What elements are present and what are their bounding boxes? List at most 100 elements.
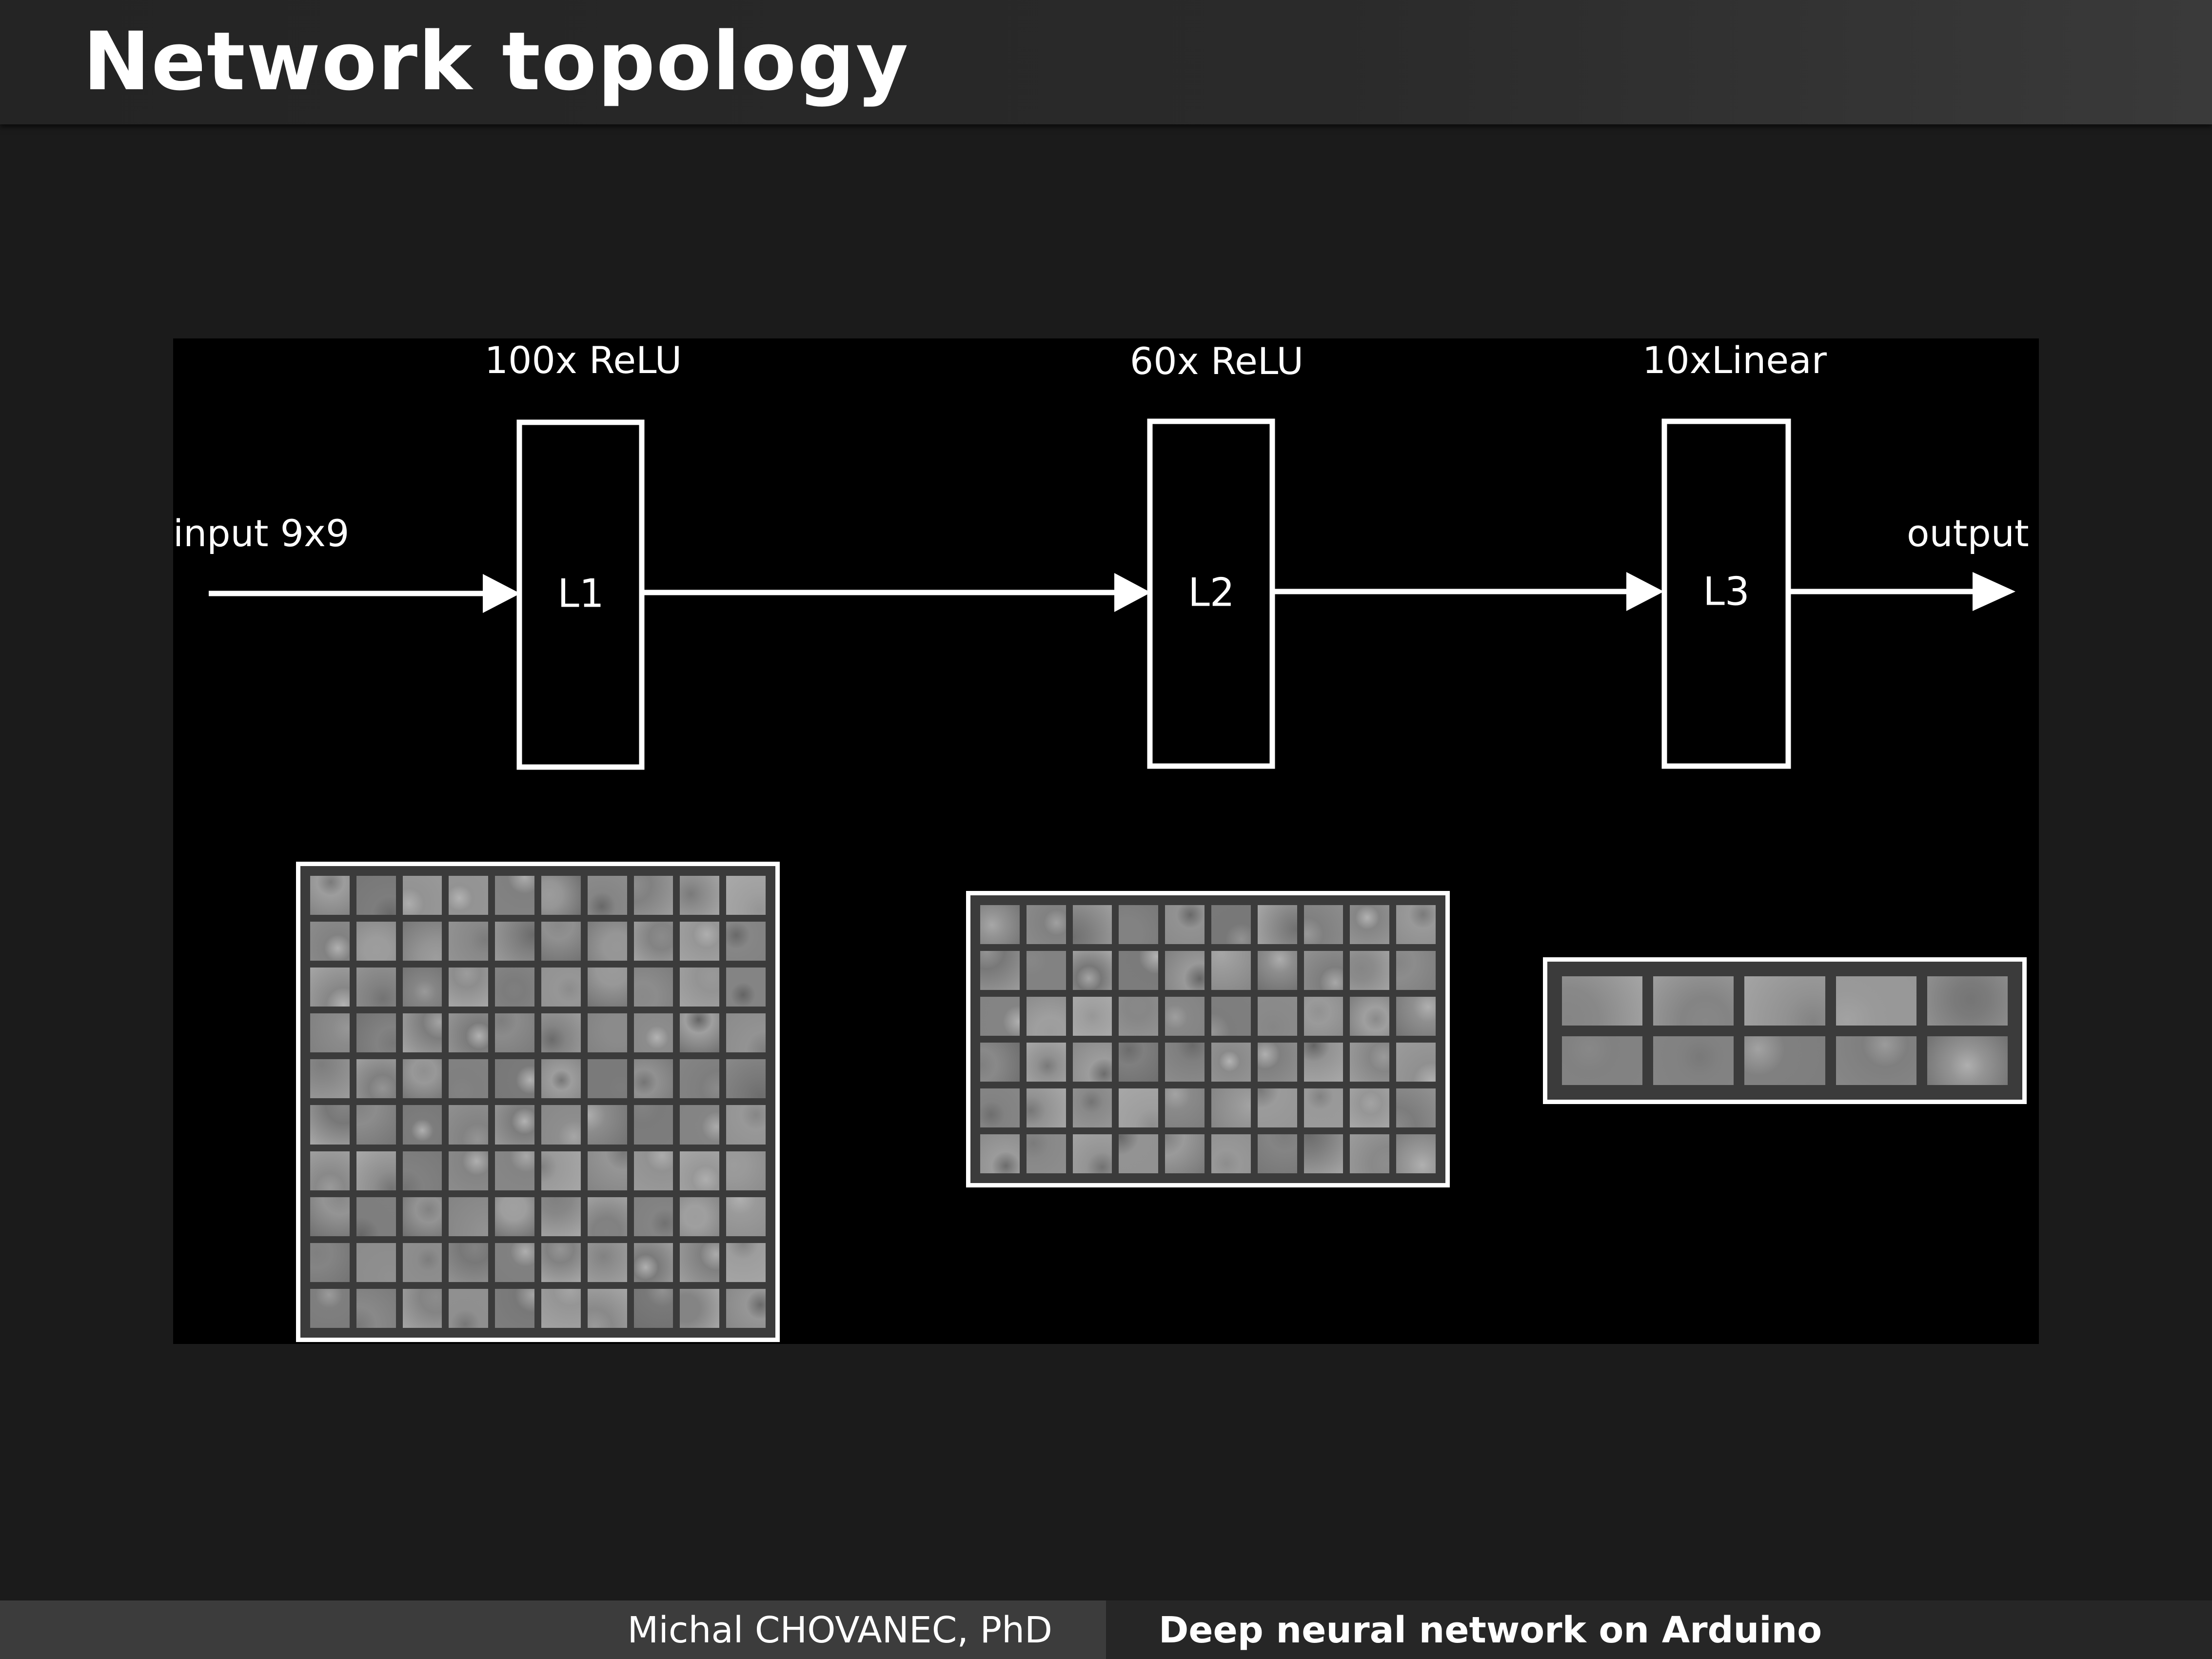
- filter-cell: [1072, 951, 1112, 990]
- filter-cell: [402, 1197, 442, 1236]
- filter-cell: [587, 968, 627, 1007]
- footer-left: Michal CHOVANEC, PhD: [0, 1600, 1106, 1659]
- l1-l2-arrow-head: [1114, 573, 1151, 612]
- filter-cell: [980, 951, 1020, 990]
- filter-cell: [633, 1105, 673, 1145]
- filter-cell: [680, 876, 720, 915]
- layer-boxes: [516, 418, 1791, 770]
- output-label: output: [1907, 512, 2029, 555]
- filter-cell: [310, 1105, 350, 1145]
- filter-cell: [1257, 997, 1297, 1036]
- filter-cell: [1350, 951, 1390, 990]
- layer-type-label-l2: 60x ReLU: [1129, 339, 1304, 383]
- filter-cell: [495, 1151, 534, 1190]
- filter-cell: [1119, 1134, 1159, 1173]
- filter-cell: [1304, 1088, 1343, 1127]
- filter-cell: [633, 1288, 673, 1328]
- filter-cell: [680, 922, 720, 961]
- filter-cell: [310, 1059, 350, 1099]
- filter-cell: [1026, 951, 1066, 990]
- filter-cell: [1257, 1134, 1297, 1173]
- filter-cell: [726, 1105, 766, 1145]
- filter-cell: [541, 1151, 581, 1190]
- filter-cell: [980, 1088, 1020, 1127]
- filter-cell: [541, 876, 581, 915]
- filter-cell: [587, 1243, 627, 1282]
- filter-cell: [1304, 1043, 1343, 1082]
- filter-cell: [402, 1288, 442, 1328]
- filter-cell: [1165, 997, 1205, 1036]
- filter-cell: [726, 1059, 766, 1099]
- filter-cell: [402, 1105, 442, 1145]
- filter-cell: [1562, 976, 1643, 1026]
- filter-cell: [726, 968, 766, 1007]
- slide-title: Network topology: [83, 15, 909, 108]
- filter-cell: [541, 1105, 581, 1145]
- filter-cell: [1653, 976, 1734, 1026]
- filter-cell: [680, 1197, 720, 1236]
- filter-cell: [587, 1288, 627, 1328]
- filter-cell: [1396, 951, 1436, 990]
- input-arrow-head: [483, 574, 520, 613]
- diagram-svg: [209, 418, 2015, 770]
- filter-cell: [449, 876, 489, 915]
- filter-cell: [1836, 1036, 1916, 1085]
- filter-cell: [633, 1059, 673, 1099]
- filter-cell: [402, 876, 442, 915]
- filter-cell: [726, 1151, 766, 1190]
- footer-right: Deep neural network on Arduino: [1106, 1600, 2212, 1659]
- filter-cell: [449, 922, 489, 961]
- filter-cell: [1072, 1088, 1112, 1127]
- filter-cell: [1119, 905, 1159, 944]
- filter-cell: [633, 1243, 673, 1282]
- filter-cell: [1304, 951, 1343, 990]
- filter-cell: [310, 968, 350, 1007]
- filter-cell: [680, 1243, 720, 1282]
- filter-cell: [356, 1288, 396, 1328]
- filter-cell: [1927, 976, 2008, 1026]
- footer: Michal CHOVANEC, PhD Deep neural network…: [0, 1600, 2212, 1659]
- filter-cell: [1072, 1134, 1112, 1173]
- footer-author: Michal CHOVANEC, PhD: [627, 1609, 1052, 1651]
- filter-cell: [1026, 905, 1066, 944]
- filter-cell: [449, 1197, 489, 1236]
- filter-cell: [1396, 1088, 1436, 1127]
- filter-grid-l3: [1543, 957, 2027, 1104]
- layer-name-l1: L1: [557, 571, 604, 616]
- filter-cell: [726, 1243, 766, 1282]
- filter-cell: [633, 1151, 673, 1190]
- filter-cell: [1165, 1088, 1205, 1127]
- filter-cell: [541, 1243, 581, 1282]
- filter-cell: [495, 1197, 534, 1236]
- filter-cell: [356, 1013, 396, 1053]
- filter-cell: [495, 922, 534, 961]
- filter-cell: [980, 997, 1020, 1036]
- input-label: input 9x9: [173, 512, 350, 555]
- filter-cell: [1350, 1088, 1390, 1127]
- filter-cell: [1026, 1088, 1066, 1127]
- filter-cell: [1350, 997, 1390, 1036]
- filter-cell: [587, 876, 627, 915]
- filter-cell: [310, 1197, 350, 1236]
- filter-cell: [1653, 1036, 1734, 1085]
- filter-cell: [356, 922, 396, 961]
- filter-cell: [1396, 1043, 1436, 1082]
- output-arrow-head: [1973, 572, 2015, 611]
- filter-cell: [980, 905, 1020, 944]
- filter-cell: [726, 1013, 766, 1053]
- filter-cell: [587, 1059, 627, 1099]
- filter-cell: [1836, 976, 1916, 1026]
- filter-cell: [587, 1105, 627, 1145]
- filter-cell: [680, 1288, 720, 1328]
- filter-cell: [1304, 905, 1343, 944]
- filter-cell: [980, 1134, 1020, 1173]
- filter-cell: [633, 1197, 673, 1236]
- filter-cell: [633, 922, 673, 961]
- filter-cell: [1562, 1036, 1643, 1085]
- filter-cell: [1927, 1036, 2008, 1085]
- filter-cell: [1211, 951, 1251, 990]
- filter-cell: [495, 968, 534, 1007]
- filter-cell: [449, 1288, 489, 1328]
- filter-cell: [1257, 1043, 1297, 1082]
